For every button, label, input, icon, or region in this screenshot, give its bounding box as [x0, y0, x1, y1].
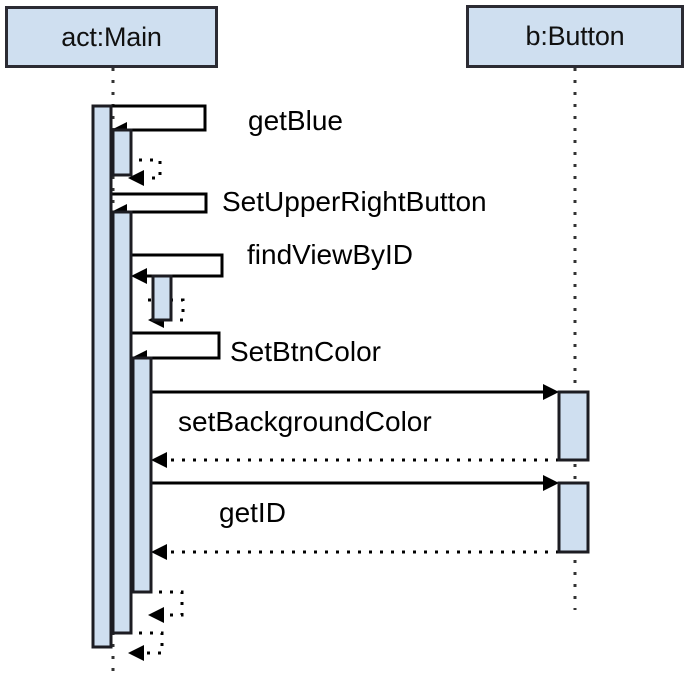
message-label-getID: getID: [219, 497, 286, 528]
lifeline-dotted-lines: [111, 68, 577, 672]
activation-bars: [91, 104, 590, 649]
message-label-setBackgroundColor: setBackgroundColor: [178, 406, 432, 437]
lifeline-label-button: b:Button: [525, 21, 625, 51]
message-label-findViewByID: findViewByID: [247, 239, 414, 270]
lifeline-header-button[interactable]: b:Button: [466, 5, 684, 68]
lifeline-header-main[interactable]: act:Main: [5, 6, 218, 68]
lifeline-label-main: act:Main: [61, 21, 162, 52]
message-label-getBlue: getBlue: [248, 105, 343, 136]
message-label-setBtnColor: SetBtnColor: [230, 336, 381, 367]
message-label-setUpperRightButton: SetUpperRightButton: [222, 186, 487, 217]
